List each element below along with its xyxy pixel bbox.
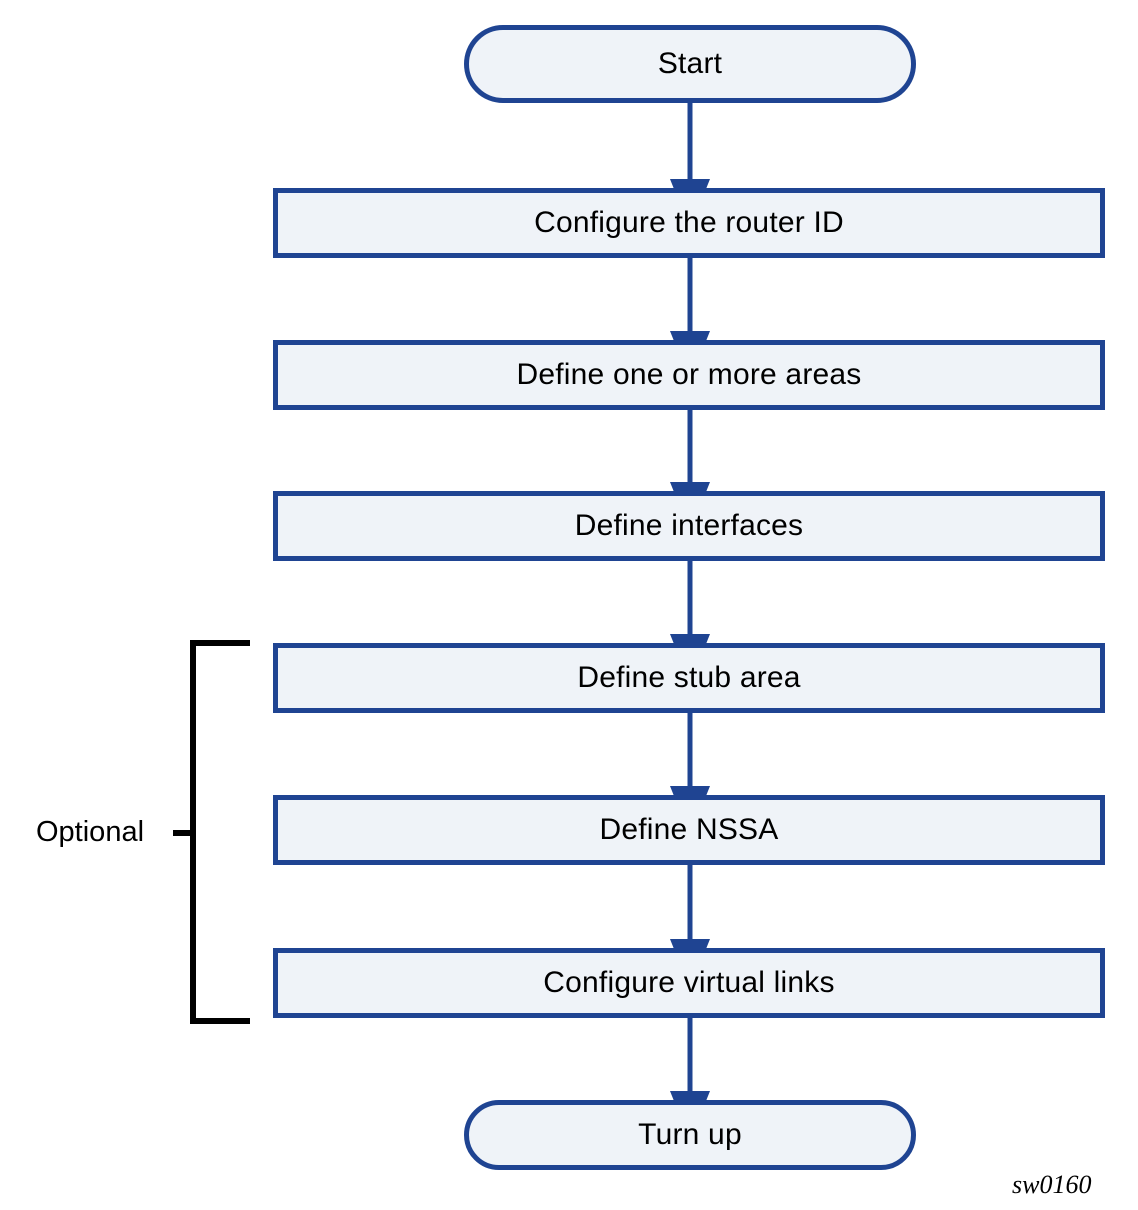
node-turn-up-label: Turn up [638,1118,742,1151]
node-stub-area[interactable]: Define stub area [273,643,1105,713]
node-stub-area-label: Define stub area [577,661,801,694]
node-areas[interactable]: Define one or more areas [273,340,1105,410]
node-start-label: Start [657,47,723,80]
node-nssa-label: Define NSSA [599,813,779,846]
node-turn-up[interactable]: Turn up [464,1100,916,1170]
node-interfaces-label: Define interfaces [574,509,804,542]
node-router-id-label: Configure the router ID [534,206,844,239]
optional-bracket-label: Optional [36,816,145,848]
optional-bracket [190,640,250,1024]
node-virtual-links[interactable]: Configure virtual links [273,948,1105,1018]
node-start[interactable]: Start [464,25,916,103]
node-virtual-links-label: Configure virtual links [543,966,835,999]
node-interfaces[interactable]: Define interfaces [273,491,1105,561]
node-nssa[interactable]: Define NSSA [273,795,1105,865]
node-router-id[interactable]: Configure the router ID [273,188,1105,258]
figure-caption: sw0160 [1012,1170,1092,1199]
node-areas-label: Define one or more areas [516,358,862,391]
